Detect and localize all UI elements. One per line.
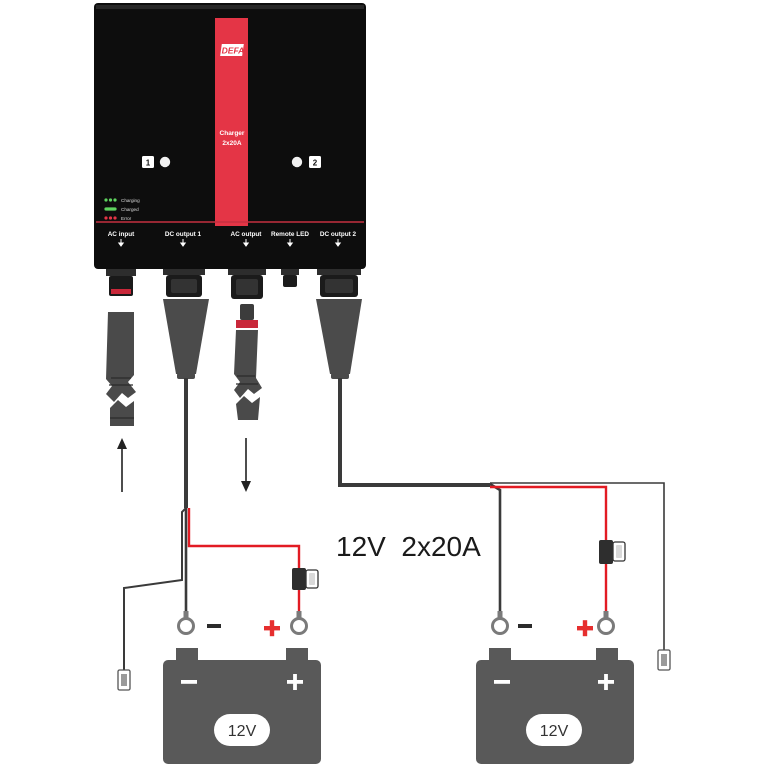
model-line-1: Charger	[220, 130, 245, 137]
battery-2-body	[476, 660, 634, 764]
port-label-ac-input: AC input	[108, 231, 135, 238]
plus-icon	[264, 620, 280, 637]
ac-input-arrow	[117, 438, 127, 492]
svg-text:2: 2	[313, 159, 318, 168]
channel-1-indicator: 1	[142, 156, 171, 168]
dc-output-2-socket[interactable]	[317, 269, 361, 297]
channel-1-led	[159, 156, 171, 168]
ac-input-socket[interactable]	[106, 269, 136, 296]
dc-output-2-plug[interactable]	[316, 299, 362, 379]
port-label-ac-output: AC output	[231, 231, 263, 238]
battery-2-terminals	[491, 611, 615, 637]
battery-2-label: 12V	[540, 723, 569, 740]
dc-output-2-cable	[338, 378, 490, 487]
plus-icon	[577, 620, 593, 637]
port-label-dc-output-2: DC output 2	[320, 231, 357, 238]
battery-1: 12V	[163, 648, 321, 764]
legend-charging: Charging	[121, 198, 140, 203]
ac-input-plug[interactable]	[106, 312, 136, 426]
temperature-sensor-2	[657, 649, 671, 671]
dc2-negative-wire	[489, 482, 502, 612]
fuse-1-icon	[292, 568, 319, 590]
channel-2-indicator: 2	[291, 156, 321, 168]
model-line-2: 2x20A	[222, 140, 241, 147]
legend-error: Error	[121, 216, 132, 221]
svg-text:DEFA: DEFA	[222, 46, 245, 56]
port-sockets	[106, 269, 361, 299]
dc-output-2-sense-wire	[490, 482, 665, 650]
dc-output-1-plug[interactable]	[163, 299, 209, 379]
remote-led-socket[interactable]	[281, 269, 299, 287]
ac-output-arrow	[241, 438, 251, 492]
ac-output-socket[interactable]	[228, 269, 266, 299]
temperature-sensor-1	[117, 669, 131, 691]
dc2-positive-wire	[490, 485, 608, 540]
status-legend: Charging Charged Error	[104, 198, 140, 221]
battery-1-terminals	[177, 611, 308, 637]
minus-icon	[207, 624, 221, 628]
battery-1-body	[163, 660, 321, 764]
port-label-remote-led: Remote LED	[271, 231, 309, 238]
svg-text:1: 1	[146, 159, 151, 168]
legend-charged: Charged	[121, 207, 139, 212]
fuse-2-icon	[599, 540, 626, 564]
dc-output-1-socket[interactable]	[163, 269, 205, 297]
charger-unit: DEFA Charger 2x20A 1 2 Charging Charged …	[94, 3, 366, 269]
channel-2-led	[291, 156, 303, 168]
battery-1-label: 12V	[228, 723, 257, 740]
battery-minus-icon	[494, 680, 510, 684]
headline: 12V 2x20A	[336, 531, 481, 562]
dc1-positive-wire	[187, 508, 301, 568]
defa-logo: DEFA	[220, 44, 244, 56]
battery-2: 12V	[476, 648, 634, 764]
battery-minus-icon	[181, 680, 197, 684]
port-label-dc-output-1: DC output 1	[165, 231, 202, 238]
minus-icon	[518, 624, 532, 628]
ac-output-plug[interactable]	[234, 304, 262, 420]
